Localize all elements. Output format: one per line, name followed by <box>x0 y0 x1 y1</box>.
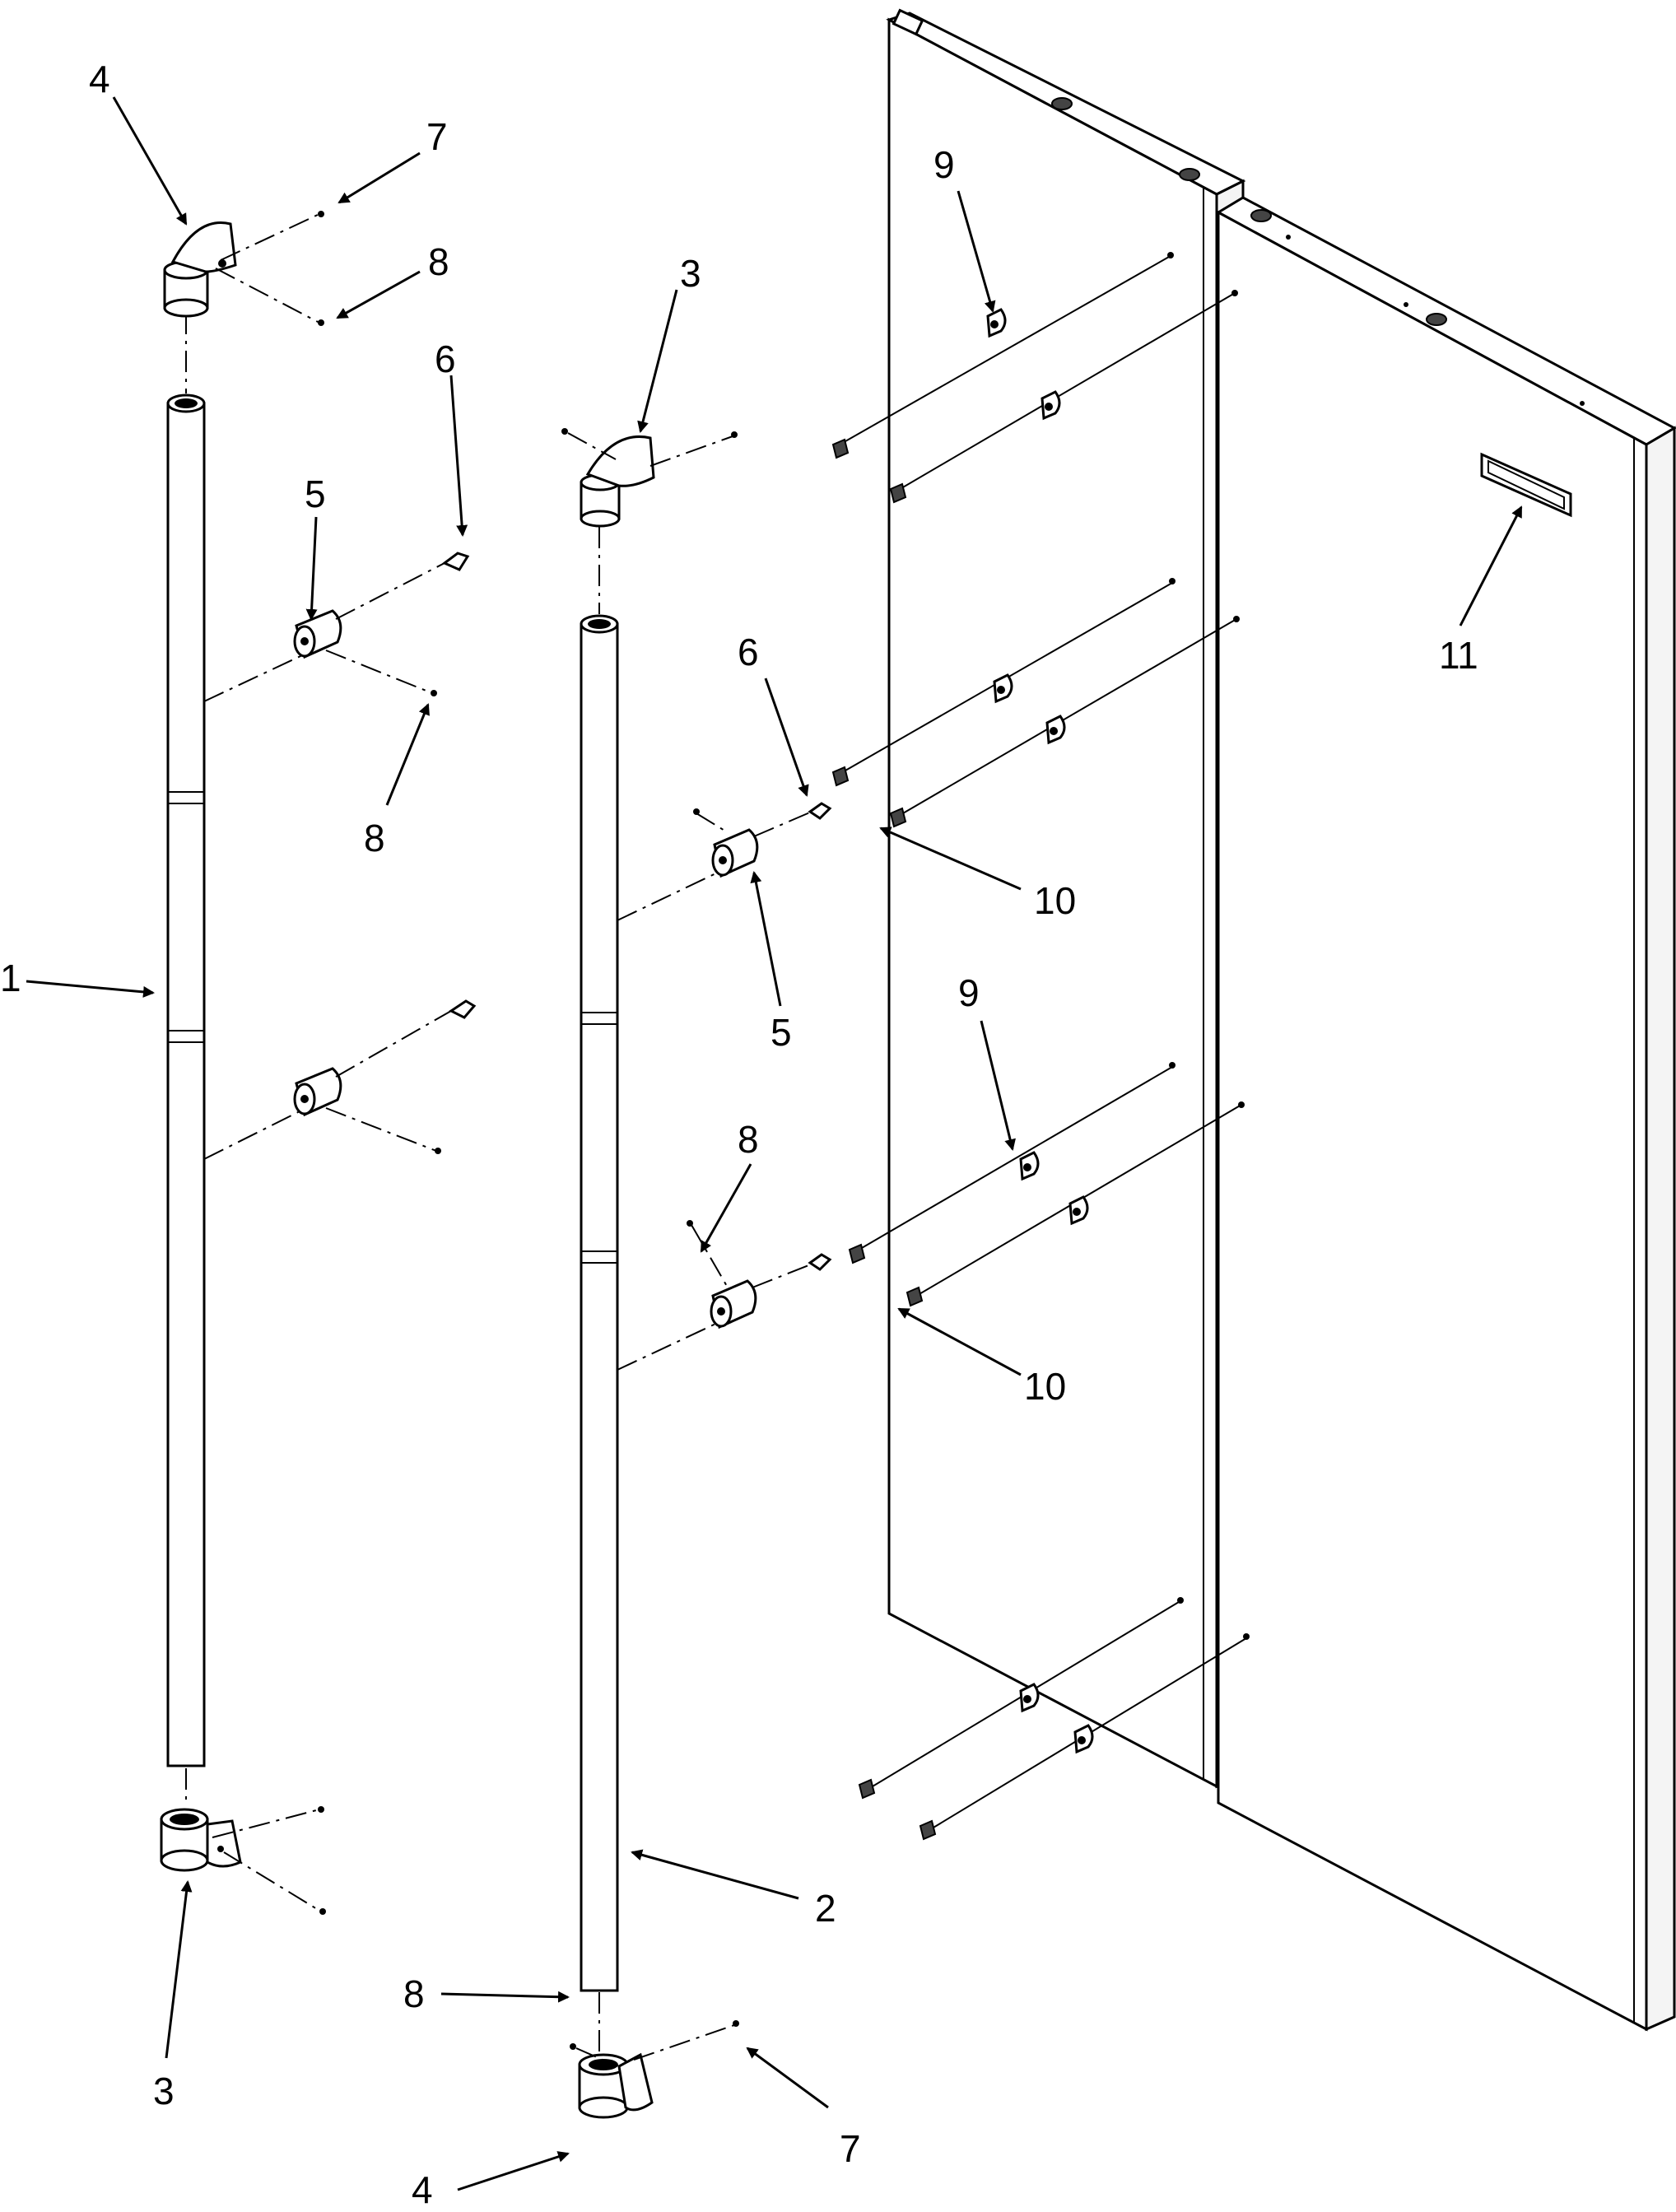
callout-10: 10 <box>1034 879 1076 922</box>
leader-4b <box>457 2151 570 2191</box>
callout-9: 9 <box>933 143 955 186</box>
callout-8: 8 <box>738 1118 759 1161</box>
callout-8: 8 <box>364 817 385 859</box>
callout-1: 1 <box>0 957 21 999</box>
callout-3: 3 <box>680 252 701 295</box>
right-door-panel <box>1215 196 1676 2032</box>
leader-2 <box>631 1849 799 1900</box>
leader-5a <box>305 516 318 621</box>
callout-8: 8 <box>403 1972 425 2015</box>
callout-2: 2 <box>815 1887 836 1930</box>
handle-2 <box>580 527 619 2058</box>
leader-6a <box>449 375 468 537</box>
end-cap-top-middle <box>561 428 738 528</box>
standoff-middle-lower <box>617 1220 832 1371</box>
leader-5b <box>750 871 782 1007</box>
callout-9: 9 <box>958 971 980 1014</box>
leader-7b <box>746 2047 829 2109</box>
callout-7: 7 <box>426 115 448 158</box>
callout-4: 4 <box>412 2168 433 2208</box>
leader-9b <box>980 1020 1016 1151</box>
callout-4: 4 <box>89 58 110 100</box>
standoff-middle-upper <box>617 802 832 921</box>
callout-5: 5 <box>305 473 326 515</box>
standoff-left-lower <box>203 999 477 1160</box>
handle-1 <box>166 313 206 1803</box>
callout-10: 10 <box>1024 1365 1066 1408</box>
end-cap-bottom-left <box>160 1806 326 1915</box>
callout-5: 5 <box>770 1011 792 1054</box>
callout-8: 8 <box>428 240 449 283</box>
door-fasteners <box>831 252 1250 1841</box>
end-cap-bottom-middle <box>570 2020 739 2119</box>
leader-8d <box>440 1991 570 2003</box>
callout-6: 6 <box>738 631 759 673</box>
leader-9a <box>957 190 996 313</box>
callout-7: 7 <box>840 2127 861 2170</box>
nameplate-badge <box>1480 452 1572 518</box>
leader-10a <box>879 827 1022 891</box>
leader-7a <box>338 151 421 204</box>
standoff-left-upper <box>203 552 470 702</box>
end-cap-top-left <box>163 211 324 326</box>
callout-labels: 4 7 8 6 5 8 1 3 3 9 6 5 10 9 8 10 11 2 8… <box>0 58 1478 2211</box>
leader-8b <box>385 703 430 806</box>
leader-3b <box>165 1880 193 2059</box>
leader-11 <box>1459 505 1523 626</box>
callout-6: 6 <box>435 338 456 380</box>
callout-11: 11 <box>1439 634 1478 677</box>
leader-10b <box>897 1307 1022 1376</box>
leader-4a <box>112 96 188 226</box>
leader-arrows <box>26 96 1523 2191</box>
leader-1 <box>26 980 155 998</box>
leader-8a <box>336 270 421 319</box>
leader-8c <box>700 1163 752 1253</box>
leader-3a <box>637 289 678 433</box>
callout-3: 3 <box>153 2070 175 2112</box>
leader-6b <box>764 678 809 797</box>
